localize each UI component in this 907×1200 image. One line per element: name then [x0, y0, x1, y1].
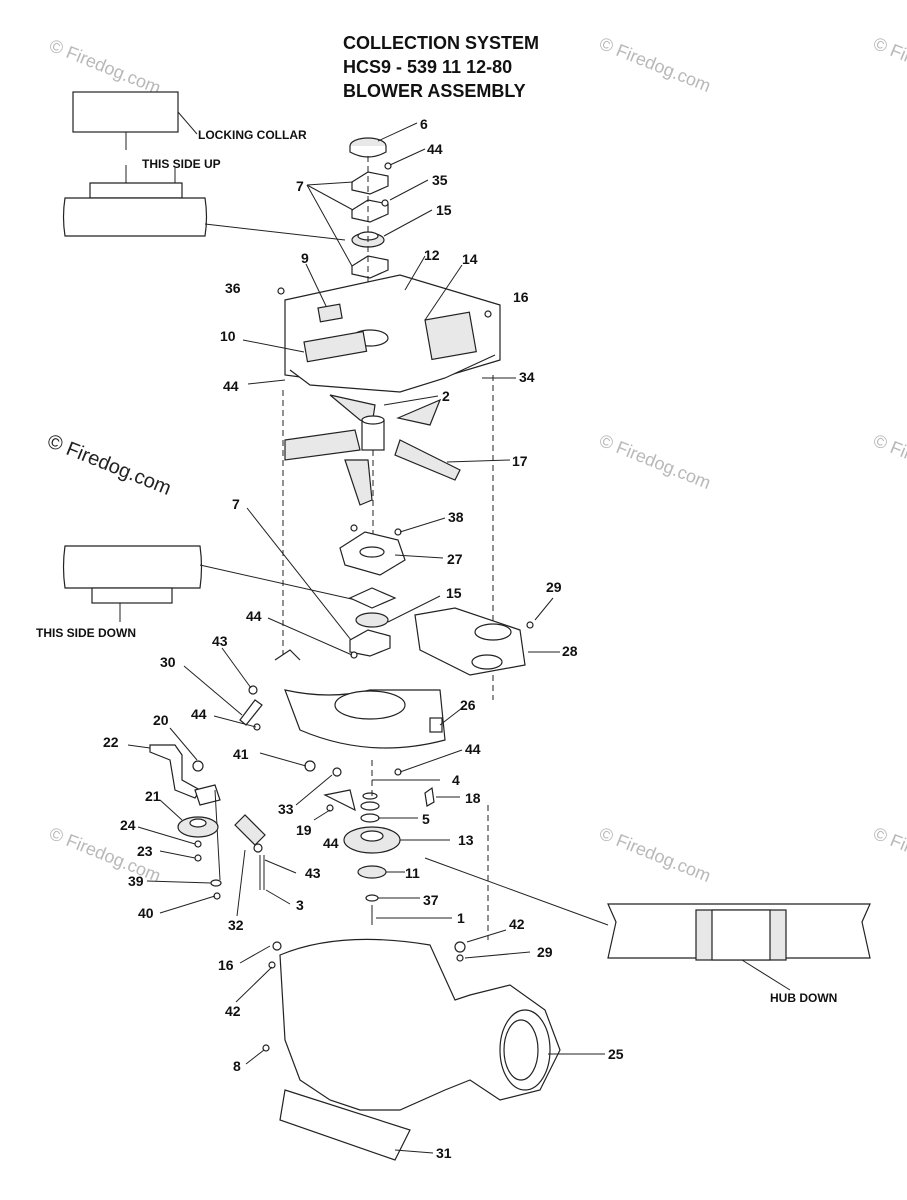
- callout-4: 4: [452, 772, 460, 788]
- callout-22: 22: [103, 734, 119, 750]
- callout-5: 5: [422, 811, 430, 827]
- callout-43: 43: [212, 633, 228, 649]
- callout-14: 14: [462, 251, 478, 267]
- callout-12: 12: [424, 247, 440, 263]
- callout-44: 44: [246, 608, 262, 624]
- leader-lines: [127, 122, 605, 1154]
- callout-16: 16: [513, 289, 529, 305]
- callout-42: 42: [509, 916, 525, 932]
- center-hardware: [304, 760, 435, 925]
- spring-and-bolt: [234, 814, 266, 890]
- note-hub-down: HUB DOWN: [770, 991, 837, 1005]
- title-line-3: BLOWER ASSEMBLY: [343, 81, 526, 101]
- lower-bearing-stack: [339, 524, 406, 659]
- callout-28: 28: [562, 643, 578, 659]
- callout-41: 41: [233, 746, 249, 762]
- callout-7: 7: [232, 496, 240, 512]
- callout-35: 35: [432, 172, 448, 188]
- note-this-side-up: THIS SIDE UP: [142, 157, 221, 171]
- bearing-stack-top: [349, 137, 392, 300]
- watermark-3: © Firedog.com: [871, 33, 907, 96]
- callout-17: 17: [512, 453, 528, 469]
- callout-30: 30: [160, 654, 176, 670]
- blower-housing: [262, 805, 561, 1161]
- note-this-side-down: THIS SIDE DOWN: [36, 626, 136, 640]
- watermark-2: © Firedog.com: [597, 33, 714, 96]
- callout-42: 42: [225, 1003, 241, 1019]
- bearing-ring-shape: [62, 197, 208, 237]
- bearing-ring-lower: [62, 545, 203, 589]
- callout-27: 27: [447, 551, 463, 567]
- watermark-7: © Firedog.com: [597, 823, 714, 886]
- bearing-hub-shape: [89, 182, 183, 199]
- callout-18: 18: [465, 790, 481, 806]
- callout-38: 38: [448, 509, 464, 525]
- locking-collar-shape: [72, 91, 179, 133]
- callout-3: 3: [296, 897, 304, 913]
- linkage: [149, 685, 263, 881]
- callout-13: 13: [458, 832, 474, 848]
- watermark-5: © Firedog.com: [871, 430, 907, 493]
- bearing-detail-bottom: [62, 545, 357, 622]
- watermark-1: © Firedog.com: [47, 35, 164, 98]
- callout-6: 6: [420, 116, 428, 132]
- callout-16: 16: [218, 957, 234, 973]
- lower-housing: [274, 649, 446, 749]
- callout-40: 40: [138, 905, 154, 921]
- callout-29: 29: [537, 944, 553, 960]
- callout-20: 20: [153, 712, 169, 728]
- callout-15: 15: [436, 202, 452, 218]
- callout-37: 37: [423, 892, 439, 908]
- callout-23: 23: [137, 843, 153, 859]
- callout-26: 26: [460, 697, 476, 713]
- callout-15: 15: [446, 585, 462, 601]
- watermark-main: © Firedog.com: [44, 430, 174, 500]
- watermark-4: © Firedog.com: [597, 430, 714, 493]
- callout-10: 10: [220, 328, 236, 344]
- callout-44: 44: [223, 378, 239, 394]
- idler-pulley-stack: [177, 816, 222, 900]
- callout-21: 21: [145, 788, 161, 804]
- callout-numbers: 6 44 7 35 15 12 9 14 36 16 10 44 34 2 17…: [103, 116, 624, 1161]
- callout-1: 1: [457, 910, 465, 926]
- callout-7: 7: [296, 178, 304, 194]
- callout-11: 11: [405, 865, 420, 881]
- title-line-1: COLLECTION SYSTEM: [343, 33, 540, 53]
- watermark-8: © Firedog.com: [871, 823, 907, 886]
- callout-19: 19: [296, 822, 312, 838]
- callout-25: 25: [608, 1046, 624, 1062]
- callout-44: 44: [191, 706, 207, 722]
- callout-8: 8: [233, 1058, 241, 1074]
- callout-36: 36: [225, 280, 241, 296]
- note-locking-collar: LOCKING COLLAR: [198, 128, 307, 142]
- callout-43: 43: [305, 865, 321, 881]
- callout-2: 2: [442, 388, 450, 404]
- callout-44: 44: [323, 835, 339, 851]
- callout-39: 39: [128, 873, 144, 889]
- callout-34: 34: [519, 369, 535, 385]
- callout-9: 9: [301, 250, 309, 266]
- callout-33: 33: [278, 801, 294, 817]
- bearing-detail-top: [62, 91, 346, 241]
- callout-44: 44: [465, 741, 481, 757]
- callout-32: 32: [228, 917, 244, 933]
- chute-bracket: [414, 607, 534, 676]
- callout-24: 24: [120, 817, 136, 833]
- title-line-2: HCS9 - 539 11 12-80: [343, 57, 513, 77]
- impeller: [284, 394, 461, 540]
- callout-31: 31: [436, 1145, 452, 1161]
- callout-29: 29: [546, 579, 562, 595]
- pulley-hub-detail: [424, 857, 871, 991]
- callout-44: 44: [427, 141, 443, 157]
- housing-plate-top: [277, 274, 501, 700]
